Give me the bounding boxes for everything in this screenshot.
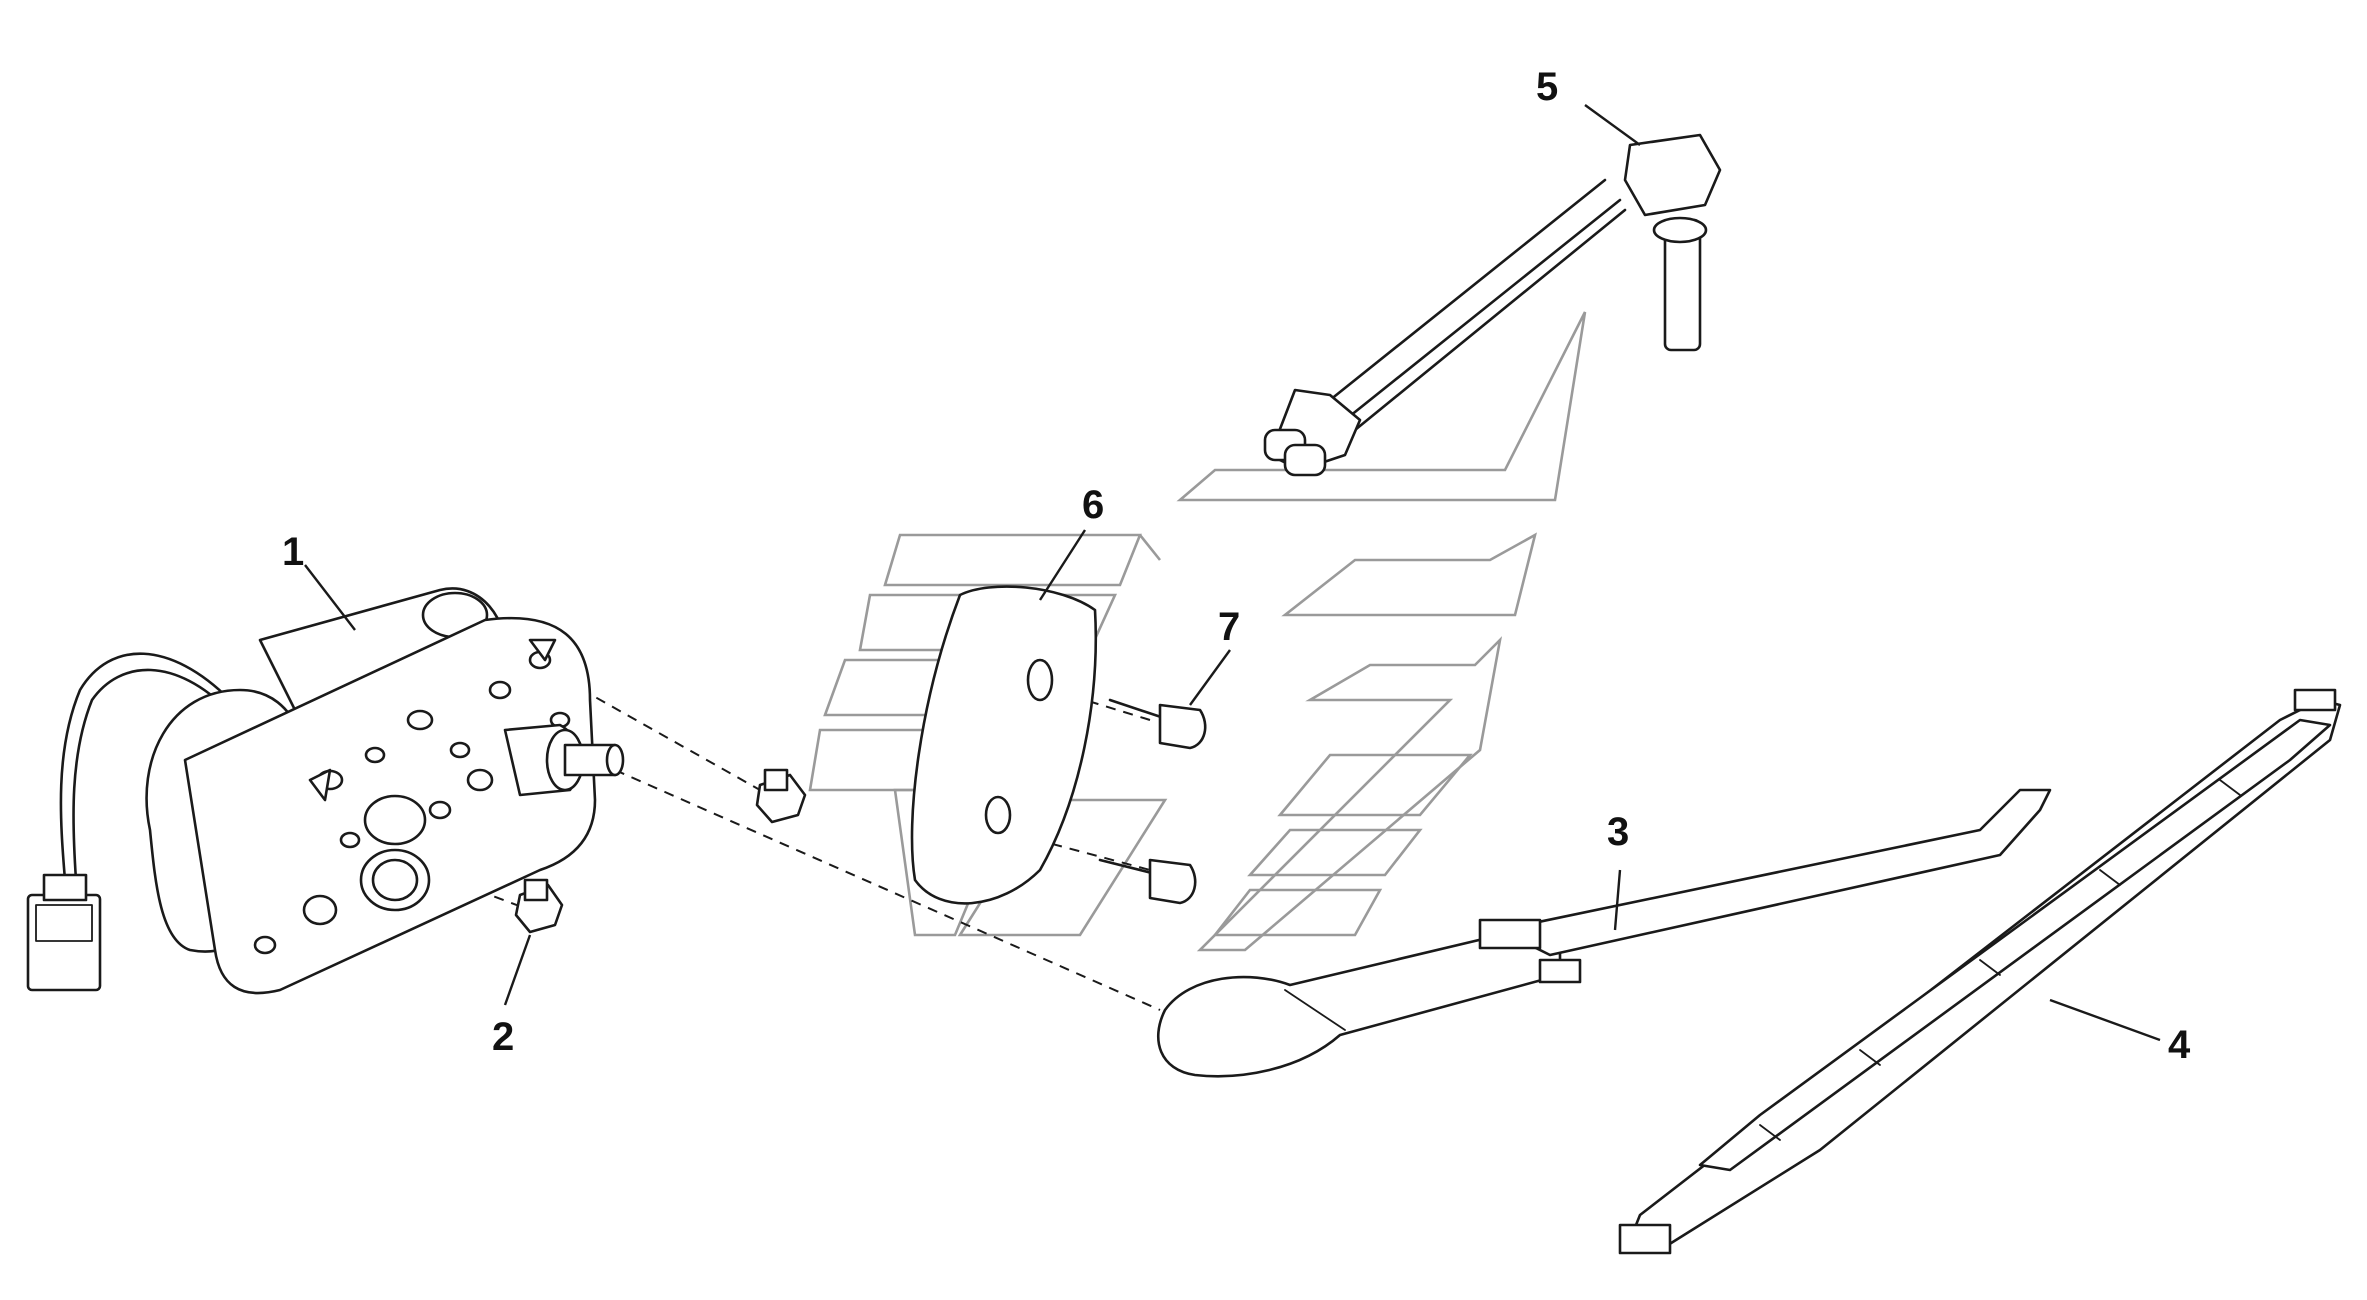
callout-labels: 1 2 3 4 5 6 7 bbox=[282, 65, 2191, 1067]
wiper-motor bbox=[26, 587, 625, 995]
bolt bbox=[755, 768, 807, 824]
screw bbox=[1108, 698, 1207, 750]
callout-4: 4 bbox=[2168, 1023, 2191, 1067]
wiper-blade bbox=[1618, 688, 2342, 1255]
wiring-harness bbox=[1263, 133, 1722, 477]
callout-5: 5 bbox=[1536, 65, 1558, 109]
bolt bbox=[514, 878, 564, 934]
callout-6: 6 bbox=[1082, 483, 1104, 527]
screw bbox=[1098, 858, 1197, 905]
gasket bbox=[910, 585, 1098, 905]
callout-1: 1 bbox=[282, 530, 304, 574]
callout-2: 2 bbox=[492, 1015, 514, 1059]
callout-7: 7 bbox=[1218, 605, 1240, 649]
leader-lines bbox=[304, 104, 2161, 1042]
callout-3: 3 bbox=[1607, 810, 1629, 854]
wiper-arm bbox=[1157, 788, 2052, 1078]
